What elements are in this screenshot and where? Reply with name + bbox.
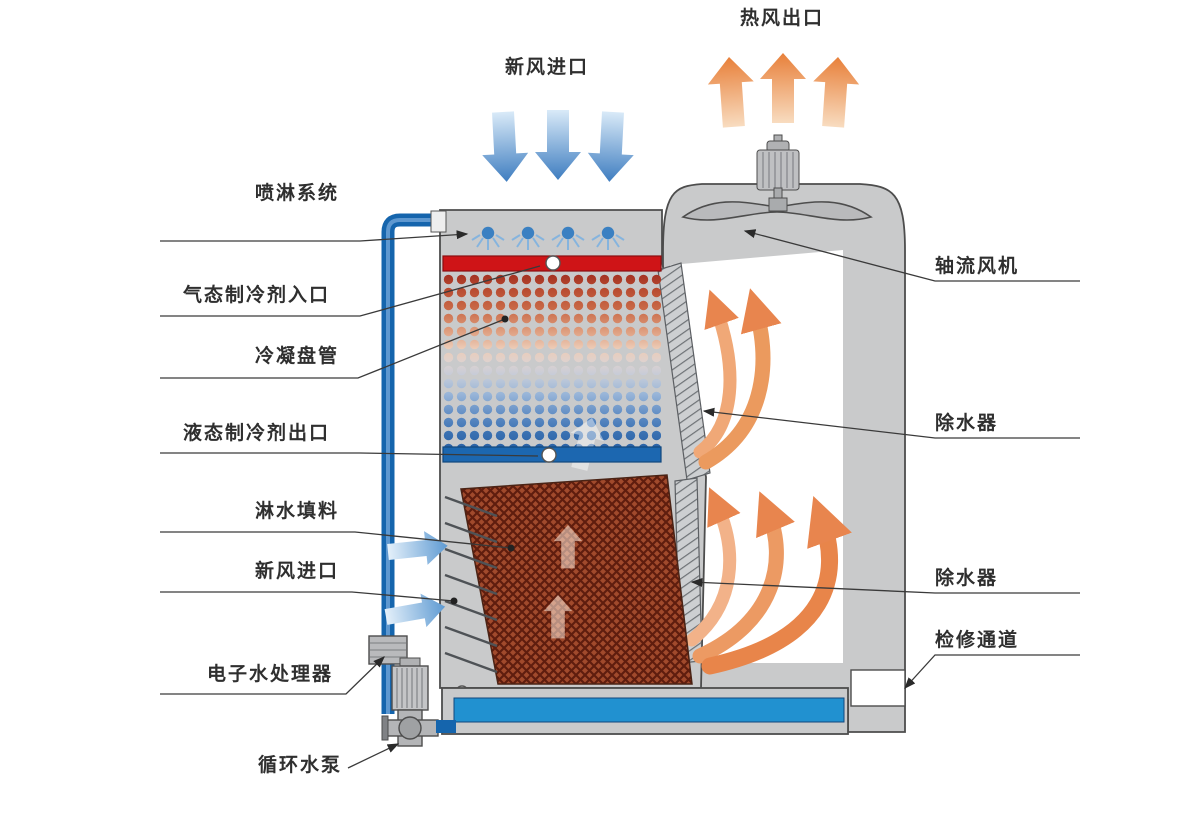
label-access-passage: 检修通道	[935, 630, 1020, 651]
label-condensing-coil: 冷凝盘管	[255, 346, 340, 367]
hot-air-outlet-arrows	[706, 53, 861, 129]
leader-access-passage	[904, 654, 1080, 689]
leader-condensing-coil	[160, 318, 506, 379]
gas-inlet-port	[545, 255, 561, 271]
basin-water	[453, 697, 845, 723]
leader-liquid-refrigerant-outlet	[160, 452, 539, 457]
label-fill-material: 淋水填料	[255, 501, 340, 522]
tower-interior	[670, 250, 843, 663]
leader-drift-eliminator-lower	[690, 577, 1080, 594]
label-gas-refrigerant-inlet: 气态制冷剂入口	[183, 285, 331, 306]
label-axial-fan: 轴流风机	[935, 256, 1020, 277]
axial-fan-graphic	[681, 134, 873, 221]
circulating-pump-graphic	[381, 657, 456, 747]
label-electronic-water-treater: 电子水处理器	[207, 664, 334, 685]
leader-fill-material	[160, 531, 512, 549]
label-circulating-pump: 循环水泵	[258, 755, 343, 776]
fan-hub	[768, 197, 788, 212]
circulation-piping	[381, 210, 447, 714]
leader-fresh-air-inlet-side	[160, 591, 455, 602]
access-opening	[850, 669, 906, 707]
label-drift-eliminator-lower: 除水器	[935, 568, 999, 589]
fill-material-graphic	[460, 474, 693, 685]
pump-volute	[398, 716, 422, 740]
leader-lines	[160, 229, 1080, 769]
pump-outlet-pipe	[436, 720, 456, 733]
pipe-connector	[430, 210, 447, 233]
label-spray-system: 喷淋系统	[255, 183, 340, 204]
fresh-air-inlet-arrows-top	[480, 110, 636, 184]
label-drift-eliminator-upper: 除水器	[935, 413, 999, 434]
leader-axial-fan	[743, 229, 1080, 282]
leader-end-dots	[450, 315, 515, 605]
air-inlet-louvers	[444, 495, 498, 674]
hot-air-flow-arrows	[685, 288, 852, 675]
leader-gas-refrigerant-inlet	[160, 265, 541, 317]
leader-electronic-water-treater	[160, 656, 385, 695]
label-fresh-air-inlet-top: 新风进口	[505, 57, 590, 78]
condensing-coil-graphic	[443, 271, 661, 447]
liquid-outlet-port	[541, 447, 557, 463]
label-liquid-refrigerant-outlet: 液态制冷剂出口	[183, 423, 331, 444]
label-hot-air-outlet: 热风出口	[740, 8, 825, 29]
water-basin	[441, 687, 849, 735]
leader-spray-system	[160, 230, 469, 242]
leader-drift-eliminator-upper	[702, 407, 1080, 439]
leader-circulating-pump	[347, 743, 400, 769]
drift-eliminator-upper-graphic	[657, 262, 711, 481]
label-fresh-air-inlet-side: 新风进口	[255, 561, 340, 582]
